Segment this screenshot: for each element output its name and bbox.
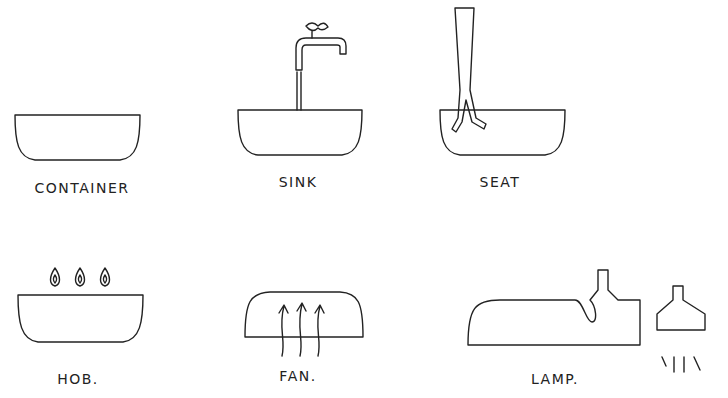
fan-hood: [245, 292, 363, 337]
item-label: HOB.: [57, 371, 99, 387]
item-label: CONTAINER: [35, 180, 130, 196]
flame: [101, 268, 110, 286]
lamp-body: [468, 270, 640, 345]
flame: [76, 268, 85, 286]
light-rays: [662, 357, 700, 372]
hob-bowl: [18, 295, 143, 342]
small-lamp: [657, 286, 705, 330]
flame: [51, 268, 60, 286]
item-label: SINK: [279, 174, 318, 190]
seat-bowl: [440, 110, 565, 155]
air-arrows: [279, 303, 324, 356]
tap-handle: [306, 23, 328, 38]
water-stream: [297, 72, 301, 110]
item-label: SEAT: [480, 174, 521, 190]
sitting-figure: [452, 8, 486, 132]
item-label: LAMP.: [531, 371, 579, 387]
item-label: FAN.: [279, 368, 316, 384]
sink-bowl: [238, 110, 362, 155]
tap: [296, 38, 346, 70]
container-bowl: [15, 115, 140, 160]
